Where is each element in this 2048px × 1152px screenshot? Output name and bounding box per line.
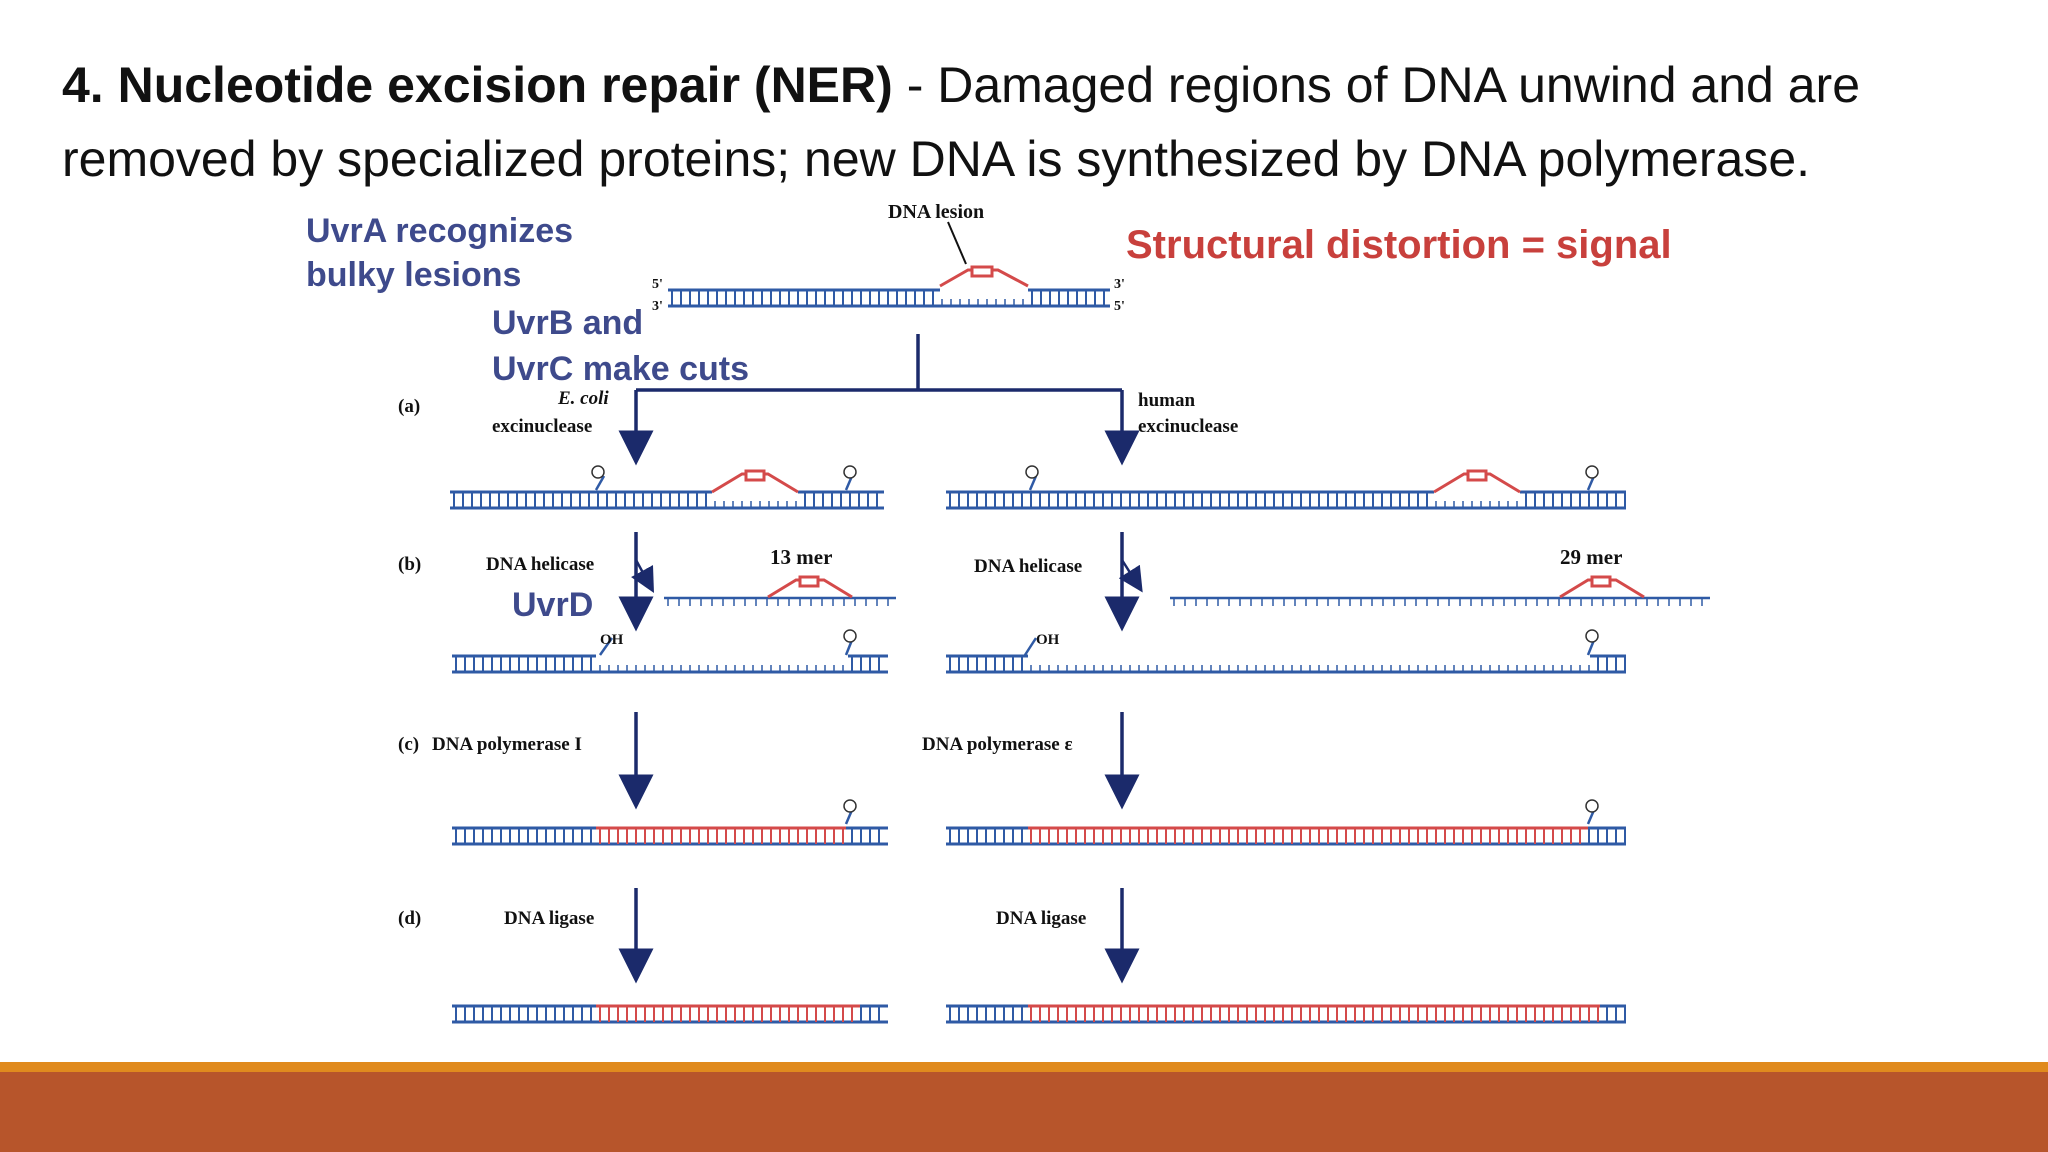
dna-single-strand (1170, 596, 1710, 606)
mer13-label: 13 mer (770, 545, 832, 569)
heading-bold: 4. Nucleotide excision repair (NER) (62, 57, 893, 113)
heading-rest: - Damaged regions of DNA unwind and are … (62, 57, 1861, 187)
step-d-label: (d) (398, 908, 421, 929)
excised-oligos (664, 596, 1710, 606)
phosphate-marker (843, 629, 857, 643)
lesion-box-13mer (798, 575, 820, 588)
five-prime-left: 5' (652, 277, 663, 292)
uvra-line1: UvrA recognizes (306, 212, 573, 250)
dna-duplex (668, 288, 1110, 308)
slide-heading: 4. Nucleotide excision repair (NER) - Da… (62, 48, 2022, 196)
dna-duplex (946, 654, 1626, 674)
phosphate-marker (1585, 629, 1599, 643)
dna-duplexes (450, 288, 1626, 1024)
ner-diagram: UvrA recognizes bulky lesions UvrB and U… (306, 201, 1710, 1024)
lesion-bumps (711, 265, 1645, 599)
lesion-box-top (970, 265, 994, 278)
footer-bar (0, 1072, 2048, 1152)
dna-pol-1-label: DNA polymerase I (432, 734, 582, 755)
dna-helicase-human: DNA helicase (974, 556, 1082, 577)
phosphate-marker (1585, 465, 1599, 479)
oh-ecoli: OH (600, 632, 624, 648)
dna-pol-e-label: DNA polymerase ε (922, 734, 1073, 755)
dna-duplex (452, 1004, 888, 1024)
uvrd-annotation: UvrD (512, 586, 593, 624)
dna-single-strand (664, 596, 896, 606)
lesion-pointer (947, 221, 967, 265)
helicase-branch-ecoli (631, 559, 654, 593)
phosphate-marker (591, 465, 605, 479)
step-a-label: (a) (398, 396, 420, 417)
five-prime-right: 5' (1114, 299, 1125, 314)
dna-duplex (946, 490, 1626, 510)
process-arrows (618, 221, 1143, 984)
lesion-box-29mer (1590, 575, 1612, 588)
ecoli-exc-line2: excinuclease (492, 416, 592, 437)
helicase-branch-human (1118, 559, 1143, 593)
uvrbc-line1: UvrB and (492, 304, 643, 342)
dna-lesion-label: DNA lesion (888, 201, 984, 223)
oh-human: OH (1036, 632, 1060, 648)
lesion-box-human-a (1466, 469, 1488, 482)
cut-flaps (591, 465, 1599, 825)
three-prime-right: 3' (1114, 277, 1125, 292)
dna-helicase-ecoli: DNA helicase (486, 554, 594, 575)
phosphate-marker (843, 799, 857, 813)
dna-duplex (946, 1004, 1626, 1024)
phosphate-marker (843, 465, 857, 479)
phosphate-marker (1585, 799, 1599, 813)
lesion-box-ecoli-a (744, 469, 766, 482)
dna-ligase-human: DNA ligase (996, 908, 1086, 929)
step-c-label: (c) (398, 734, 419, 755)
dna-duplex (452, 826, 888, 846)
dna-duplex (452, 654, 888, 674)
dna-duplex (946, 826, 1626, 846)
phosphate-marker (1025, 465, 1039, 479)
uvrbc-line2: UvrC make cuts (492, 350, 749, 388)
footer-accent-line (0, 1062, 2048, 1072)
human-exc-line1: human (1138, 390, 1195, 411)
human-exc-line2: excinuclease (1138, 416, 1238, 437)
dna-ligase-ecoli: DNA ligase (504, 908, 594, 929)
uvra-line2: bulky lesions (306, 256, 521, 294)
dna-duplex (450, 490, 884, 510)
signal-annotation: Structural distortion = signal (1126, 223, 1672, 267)
three-prime-left: 3' (652, 299, 663, 314)
ecoli-exc-line1: E. coli (557, 388, 609, 409)
step-b-label: (b) (398, 554, 421, 575)
mer29-label: 29 mer (1560, 545, 1622, 569)
